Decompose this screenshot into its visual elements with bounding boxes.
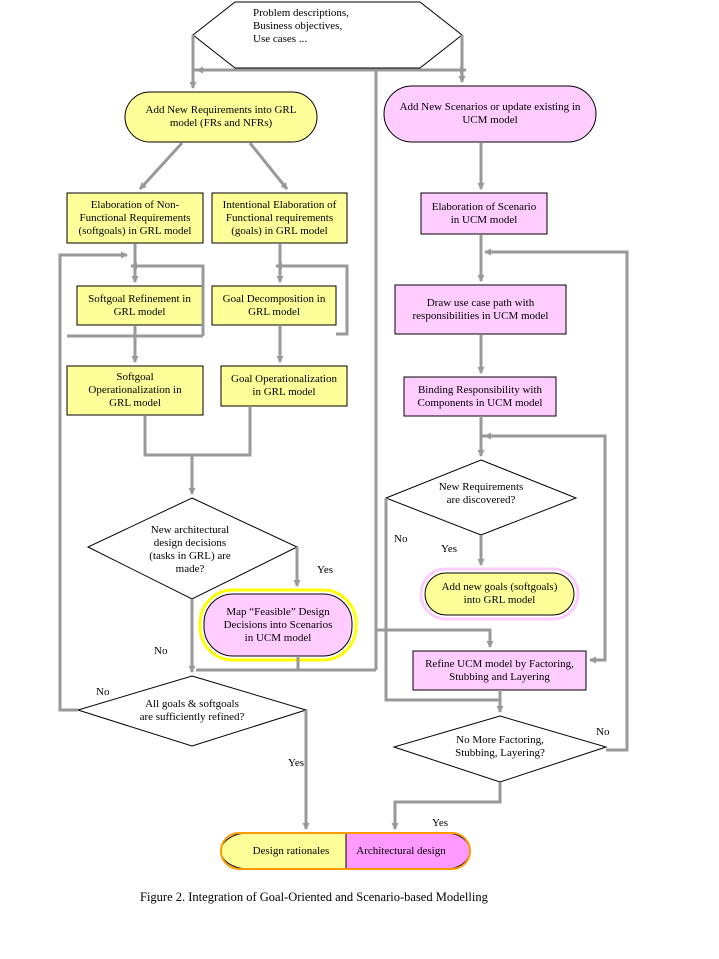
map-feasible-node-shape [203,593,353,657]
new-requirements-decision: New Requirements are discovered? [438,481,524,506]
binding-node: Binding Responsibility with Components i… [417,383,543,409]
architectural-design-node: Architectural design [356,844,446,857]
no-more-decision: No More Factoring, Stubbing, Layering? [455,734,545,759]
intentional-elaboration-node: Intentional Elaboration of Functional re… [222,198,337,237]
softgoal-refinement-node-shape [76,285,203,326]
design-rationales-node: Design rationales [252,844,330,857]
add-scenarios-node: Add New Scenarios or update existing in … [399,101,581,126]
goal-operationalization-node: Goal Operationalization in GRL model [231,373,337,398]
final-output-border [220,832,471,870]
draw-path-node: Draw use case path with responsibilities… [412,296,549,322]
binding-node-shape [403,376,557,417]
softgoal-refinement-node: Softgoal Refinement in GRL model [88,292,191,318]
branch-label-yes-req: Yes [441,543,458,555]
goal-operationalization-node-shape [220,365,348,407]
elaboration-nfr-node: Elaboration of Non- Functional Requireme… [78,198,192,237]
map-feasible-node: Map “Feasible” Design Decisions into Sce… [223,605,333,644]
branch-label-yes-goals: Yes [288,757,305,769]
branch-label-no-more-yes: Yes [432,817,449,829]
add-requirements-node: Add New Requirements into GRL model (FRs… [145,104,297,129]
softgoal-operationalization-node-shape [66,365,204,416]
branch-label-no-arch: No [154,645,168,657]
start-node: Problem descriptions, Business objective… [253,6,349,45]
all-goals-decision-shape [76,675,308,747]
goal-decomposition-node: Goal Decomposition in GRL model [222,292,326,318]
figure-caption: Figure 2. Integration of Goal-Oriented a… [140,890,488,904]
softgoal-operationalization-node: Softgoal Operationalization in GRL model [88,371,182,409]
add-goals-node-shape [424,572,575,616]
branch-label-no-goals: No [96,686,110,698]
branch-label-yes-arch: Yes [317,564,334,576]
elaboration-scenario-node: Elaboration of Scenario in UCM model [431,200,537,226]
elaboration-scenario-node-shape [420,192,548,235]
branch-label-no-more-no: No [596,726,610,738]
elaboration-nfr-node-shape [66,192,204,244]
add-goals-node: Add new goals (softgoals) into GRL model [441,581,558,606]
branch-label-no-req: No [394,533,408,545]
add-requirements-node-shape [124,91,318,143]
add-scenarios-node-shape [383,85,597,143]
all-goals-decision: All goals & softgoals are sufficiently r… [139,698,245,723]
new-architecture-decision: New architectural design decisions (task… [149,524,231,575]
goal-decomposition-node-shape [211,285,337,326]
draw-path-node-shape [394,284,567,335]
intentional-elaboration-node-shape [211,192,348,244]
connector-lines [58,35,629,830]
refine-ucm-node-shape [412,650,587,691]
refine-ucm-node: Refine UCM model by Factoring, Stubbing … [425,657,574,683]
